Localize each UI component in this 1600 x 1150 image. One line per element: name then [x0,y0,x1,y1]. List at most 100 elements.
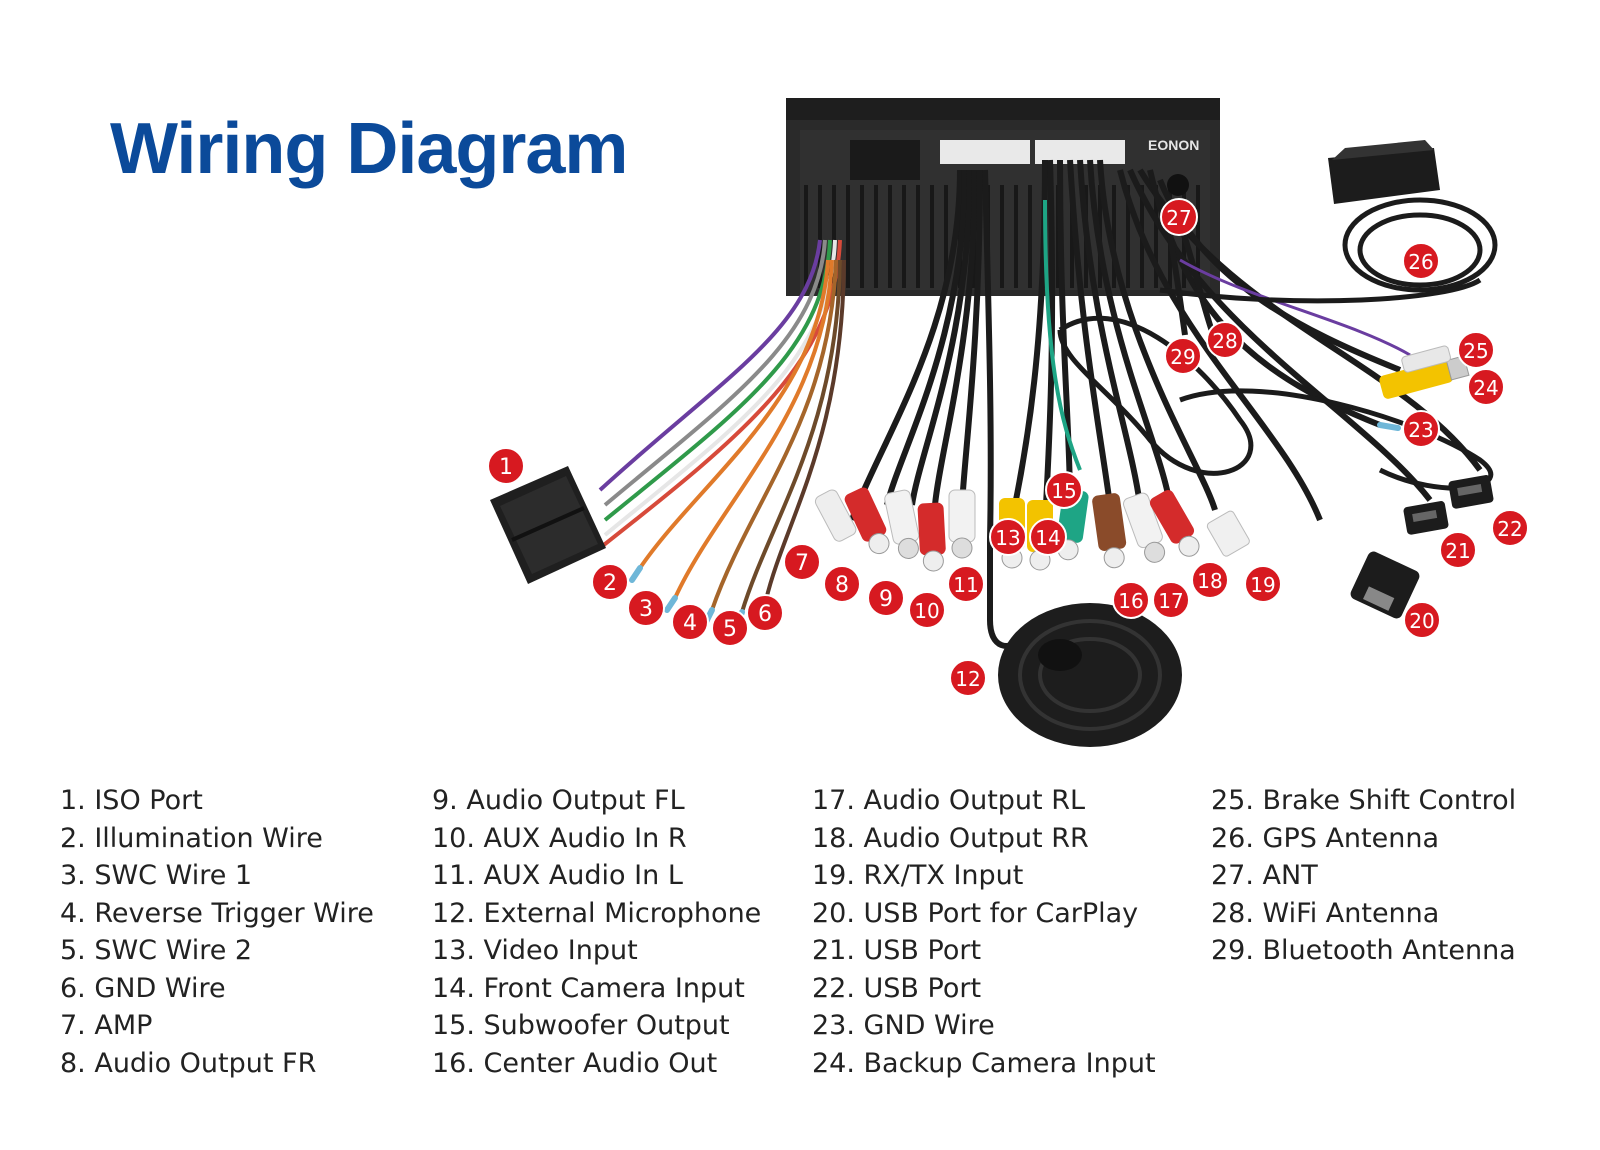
callout-circle [1467,368,1505,406]
legend-item: 23. GND Wire [812,1010,995,1041]
callout-number: 22 [1497,517,1522,541]
callout-number: 20 [1409,609,1434,633]
legend-item: 16. Center Audio Out [432,1047,718,1079]
callout-number: 25 [1463,339,1488,363]
legend-item: 29. Bluetooth Antenna [1211,935,1516,966]
legend-item: 24. Backup Camera Input [812,1047,1156,1079]
legend-item: 3. SWC Wire 1 [60,860,253,891]
callout-badge: 3 [627,589,665,627]
callout-number: 12 [955,667,980,691]
usb-connectors [1350,475,1494,619]
legend-item: 5. SWC Wire 2 [60,935,253,966]
callout-number: 4 [683,611,697,636]
callout-badge: 6 [746,594,784,632]
callout-circle [947,565,985,603]
iso-connector [490,466,606,584]
wiring-illustration: EONON [487,98,1529,747]
callout-badge: 7 [783,543,821,581]
callout-number: 18 [1197,569,1222,593]
external-microphone [987,540,1182,747]
legend-item: 14. Front Camera Input [432,972,745,1004]
callout-number: 6 [758,602,772,627]
legend-item: 25. Brake Shift Control [1211,785,1517,816]
callout-number: 27 [1166,206,1191,230]
callout-circle [1112,581,1150,619]
legend-item: 22. USB Port [812,972,982,1004]
iso-harness-wires [598,239,846,613]
callout-circle [989,518,1027,556]
legend-item: 28. WiFi Antenna [1211,897,1440,929]
legend-column-3: 17. Audio Output RL 18. Audio Output RR … [812,782,1156,1082]
legend-item: 20. USB Port for CarPlay [812,897,1139,929]
callout-number: 29 [1170,345,1195,369]
callout-circle [1152,581,1190,619]
callout-number: 5 [723,617,737,642]
callout-circle [1457,331,1495,369]
callout-badge: 27 [1160,198,1198,236]
legend-item: 13. Video Input [432,935,638,966]
callout-number: 3 [639,597,653,622]
callout-badge: 19 [1244,565,1282,603]
callout-number: 26 [1408,250,1433,274]
callout-circle [671,603,709,641]
callout-badge: 24 [1467,368,1505,406]
legend-item: 21. USB Port [812,935,982,966]
callout-badge: 23 [1402,410,1440,448]
callout-badge: 11 [947,565,985,603]
callout-circle [1164,337,1202,375]
callout-badge: 16 [1112,581,1150,619]
callout-number: 17 [1158,589,1183,613]
callout-badge: 20 [1403,601,1441,639]
callout-circle [949,659,987,697]
callout-number: 9 [879,587,893,612]
callout-badge: 21 [1439,531,1477,569]
gps-antenna [1328,140,1440,204]
callout-badge: 26 [1402,242,1440,280]
callout-number: 7 [795,551,809,576]
callout-circle [1439,531,1477,569]
legend-item: 8. Audio Output FR [60,1047,317,1079]
legend-column-1: 1. ISO Port 2. Illumination Wire 3. SWC … [60,782,374,1082]
callout-circle [783,543,821,581]
callout-number: 16 [1118,589,1143,613]
legend-column-2: 9. Audio Output FL 10. AUX Audio In R 11… [432,782,761,1082]
callout-badge: 13 [989,518,1027,556]
callout-circle [823,565,861,603]
callout-badge: 15 [1045,471,1083,509]
callout-badge: 2 [591,563,629,601]
legend-item: 12. External Microphone [432,897,762,929]
legend-item: 1. ISO Port [60,785,203,816]
callout-badge: 14 [1029,518,1067,556]
callout-badge: 25 [1457,331,1495,369]
callout-badge: 4 [671,603,709,641]
callout-number: 15 [1051,479,1076,503]
callout-number: 23 [1408,418,1433,442]
callout-circle [1402,410,1440,448]
callout-circle [867,579,905,617]
legend-column-4: 25. Brake Shift Control 26. GPS Antenna … [1211,782,1516,970]
callout-number: 11 [953,573,978,597]
callout-circle [1244,565,1282,603]
callout-badge: 28 [1206,321,1244,359]
callout-number: 28 [1212,329,1237,353]
legend-item: 9. Audio Output FL [432,785,685,816]
callout-circle [1045,471,1083,509]
legend-item: 15. Subwoofer Output [432,1010,730,1041]
callout-number: 10 [914,599,939,623]
legend-item: 17. Audio Output RL [812,785,1086,816]
callout-circle [1160,198,1198,236]
callout-circle [1403,601,1441,639]
legend-item: 11. AUX Audio In L [432,860,683,891]
page-title: Wiring Diagram [110,109,628,189]
callout-badge: 12 [949,659,987,697]
callout-badge: 29 [1164,337,1202,375]
callout-circle [1029,518,1067,556]
callout-number: 21 [1445,539,1470,563]
legend-item: 18. Audio Output RR [812,822,1089,854]
brand-logo: EONON [1148,137,1199,153]
legend-item: 4. Reverse Trigger Wire [60,897,374,929]
callout-badge: 1 [487,447,525,485]
legend-item: 27. ANT [1211,860,1318,891]
